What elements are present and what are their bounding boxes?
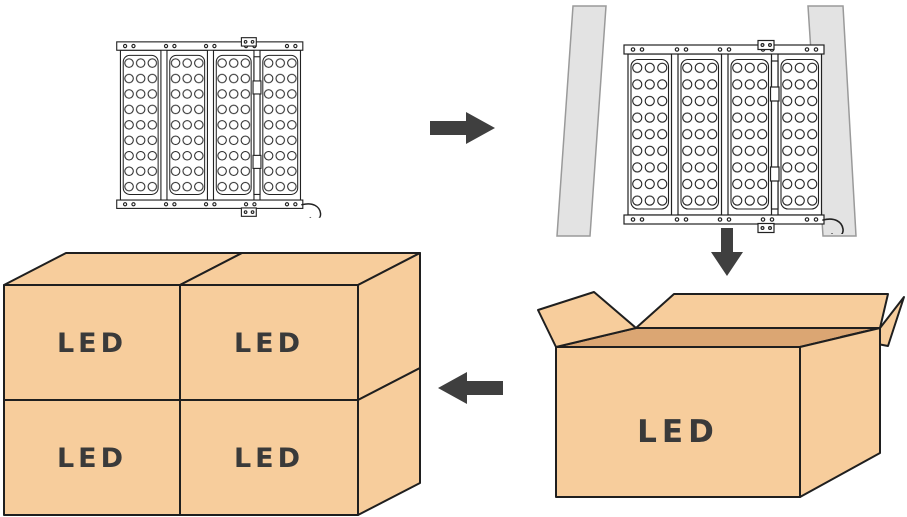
- box-right-side: [799, 327, 881, 498]
- carton-stack: LED LED LED LED: [3, 252, 421, 516]
- open-box-label: LED: [637, 414, 719, 450]
- carton-front: [179, 399, 359, 516]
- foam-pad-left: [556, 5, 607, 237]
- carton-front: [3, 399, 181, 516]
- carton-label: LED: [57, 328, 127, 359]
- arrow-left-icon: [438, 372, 503, 404]
- open-carton-box: LED: [537, 291, 905, 498]
- led-panel: [115, 36, 322, 218]
- carton-front: [179, 284, 359, 401]
- led-panel: [623, 39, 844, 234]
- box-back-flap: [635, 293, 889, 329]
- box-left-flap: [537, 291, 637, 348]
- carton-label: LED: [234, 443, 304, 474]
- led-panel-unpacked: [115, 36, 322, 218]
- carton-label: LED: [234, 328, 304, 359]
- box-front: [555, 346, 801, 498]
- led-panel-with-foam: [556, 5, 857, 237]
- arrow-down-icon: [711, 228, 743, 276]
- arrow-right-icon: [430, 112, 495, 144]
- flap-fold-line: [635, 293, 675, 329]
- carton-label: LED: [57, 443, 127, 474]
